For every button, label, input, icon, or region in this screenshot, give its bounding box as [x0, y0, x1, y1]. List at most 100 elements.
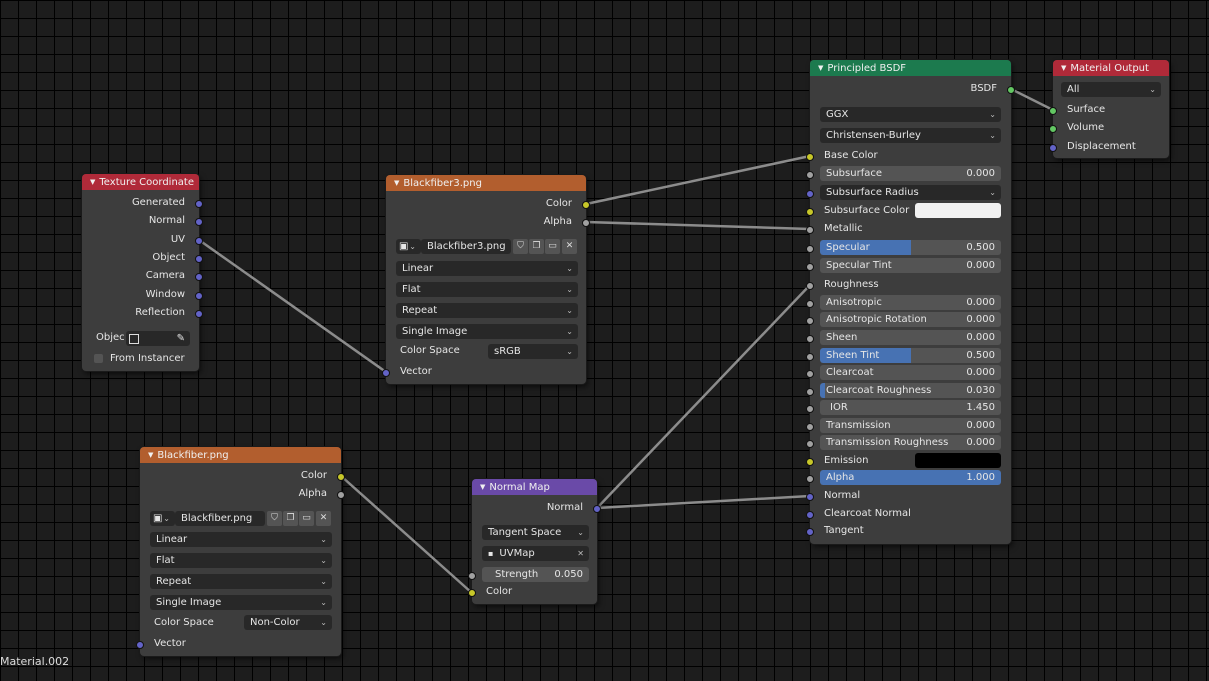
image-texture-header[interactable]: ▼Blackfiber.png [140, 447, 341, 463]
input-displacement-socket[interactable] [1049, 144, 1057, 152]
open-folder-icon[interactable]: ▭ [299, 511, 314, 526]
output-window-socket[interactable] [195, 292, 203, 300]
collapse-triangle-icon[interactable]: ▼ [394, 179, 400, 187]
input-emission-socket[interactable] [806, 458, 814, 466]
input-alpha-socket[interactable] [806, 475, 814, 483]
source-dropdown[interactable]: Single Image⌄ [150, 595, 332, 610]
interpolation-dropdown[interactable]: Linear⌄ [150, 532, 332, 547]
image-name-field[interactable]: Blackfiber3.png [421, 239, 511, 254]
subsurface-color-swatch[interactable] [915, 203, 1001, 218]
input-anisotropic-rotation-socket[interactable] [806, 317, 814, 325]
collapse-triangle-icon[interactable]: ▼ [818, 64, 824, 72]
output-normal-socket[interactable] [195, 218, 203, 226]
normal-map-header[interactable]: ▼Normal Map [472, 479, 597, 495]
image-name-field[interactable]: Blackfiber.png [175, 511, 265, 526]
image-browse-button[interactable]: ▣⌄ [150, 511, 175, 526]
duplicate-image-icon[interactable]: ❐ [283, 511, 298, 526]
input-sheen-tint-socket[interactable] [806, 353, 814, 361]
output-alpha-socket[interactable] [337, 491, 345, 499]
collapse-triangle-icon[interactable]: ▼ [1061, 64, 1067, 72]
input-specular-socket[interactable] [806, 245, 814, 253]
input-transmission-socket[interactable] [806, 423, 814, 431]
input-metallic-socket[interactable] [806, 226, 814, 234]
input-vector-socket[interactable] [136, 641, 144, 649]
input-surface-socket[interactable] [1049, 107, 1057, 115]
eyedropper-icon[interactable]: ✎ [176, 333, 185, 344]
collapse-triangle-icon[interactable]: ▼ [480, 483, 486, 491]
distribution-dropdown[interactable]: GGX⌄ [820, 107, 1001, 122]
output-camera-socket[interactable] [195, 273, 203, 281]
output-color-socket[interactable] [337, 473, 345, 481]
normal-map-node[interactable]: ▼Normal Map Normal Tangent Space⌄ ▪UVMap… [468, 479, 601, 604]
material-output-node[interactable]: ▼Material Output All⌄ Surface Volume Dis… [1049, 60, 1169, 158]
input-subsurface-socket[interactable] [806, 171, 814, 179]
input-base-color-socket[interactable] [806, 153, 814, 161]
projection-dropdown[interactable]: Flat⌄ [396, 282, 578, 297]
input-strength-socket[interactable] [468, 572, 476, 580]
subsurface-radius-dropdown[interactable]: Subsurface Radius⌄ [820, 185, 1001, 200]
projection-dropdown[interactable]: Flat⌄ [150, 553, 332, 568]
strength-slider[interactable]: Strength 0.050 [482, 567, 589, 582]
image-selector-row[interactable]: ▣⌄ Blackfiber.png ⛉ ❐ ▭ ✕ [150, 511, 332, 526]
subsurface-method-dropdown[interactable]: Christensen-Burley⌄ [820, 128, 1001, 143]
output-reflection-socket[interactable] [195, 310, 203, 318]
target-dropdown[interactable]: All⌄ [1061, 82, 1161, 97]
output-bsdf-socket[interactable] [1007, 86, 1015, 94]
texture-coordinate-header[interactable]: ▼Texture Coordinate [82, 174, 199, 190]
image-texture-header[interactable]: ▼Blackfiber3.png [386, 175, 586, 191]
input-color-socket[interactable] [468, 589, 476, 597]
extension-dropdown[interactable]: Repeat⌄ [396, 303, 578, 318]
source-dropdown[interactable]: Single Image⌄ [396, 324, 578, 339]
input-subsurface-radius-socket[interactable] [806, 190, 814, 198]
output-object-socket[interactable] [195, 255, 203, 263]
open-folder-icon[interactable]: ▭ [545, 239, 560, 254]
input-anisotropic-socket[interactable] [806, 300, 814, 308]
unlink-close-icon[interactable]: ✕ [562, 239, 577, 254]
input-sheen-socket[interactable] [806, 335, 814, 343]
input-clearcoat-normal-socket[interactable] [806, 511, 814, 519]
clear-close-icon[interactable]: ✕ [577, 549, 584, 558]
image-texture-node-1[interactable]: ▼Blackfiber3.png Color Alpha ▣⌄ Blackfib… [382, 175, 590, 384]
principled-bsdf-header[interactable]: ▼Principled BSDF [810, 60, 1011, 76]
output-normal-socket[interactable] [593, 505, 601, 513]
duplicate-image-icon[interactable]: ❐ [529, 239, 544, 254]
input-transmission-roughness-socket[interactable] [806, 440, 814, 448]
principled-bsdf-node[interactable]: ▼Principled BSDF BSDF GGX⌄ Christensen-B… [806, 60, 1015, 544]
output-color-socket[interactable] [582, 201, 590, 209]
input-ior-socket[interactable] [806, 405, 814, 413]
input-clearcoat-socket[interactable] [806, 370, 814, 378]
input-specular-tint-socket[interactable] [806, 263, 814, 271]
color-space-dropdown[interactable]: sRGB⌄ [488, 344, 578, 359]
image-browse-button[interactable]: ▣⌄ [396, 239, 421, 254]
input-subsurface-color-socket[interactable] [806, 208, 814, 216]
interpolation-dropdown[interactable]: Linear⌄ [396, 261, 578, 276]
output-generated-socket[interactable] [195, 200, 203, 208]
fake-user-shield-icon[interactable]: ⛉ [513, 239, 528, 254]
space-dropdown[interactable]: Tangent Space⌄ [482, 525, 589, 540]
object-picker-field[interactable]: ✎ [126, 331, 190, 346]
uv-map-field[interactable]: ▪UVMap ✕ [482, 546, 589, 561]
input-vector-socket[interactable] [382, 369, 390, 377]
extension-dropdown[interactable]: Repeat⌄ [150, 574, 332, 589]
texture-coordinate-node[interactable]: ▼Texture Coordinate Generated Normal UV … [82, 174, 203, 371]
material-output-header[interactable]: ▼Material Output [1053, 60, 1169, 76]
input-clearcoat-roughness-socket[interactable] [806, 388, 814, 396]
input-volume-socket[interactable] [1049, 125, 1057, 133]
image-texture-node-2[interactable]: ▼Blackfiber.png Color Alpha ▣⌄ Blackfibe… [136, 447, 345, 656]
color-space-dropdown[interactable]: Non-Color⌄ [244, 615, 332, 630]
unlink-close-icon[interactable]: ✕ [316, 511, 331, 526]
collapse-triangle-icon[interactable]: ▼ [90, 178, 96, 186]
fake-user-shield-icon[interactable]: ⛉ [267, 511, 282, 526]
from-instancer-checkbox[interactable] [94, 354, 103, 363]
